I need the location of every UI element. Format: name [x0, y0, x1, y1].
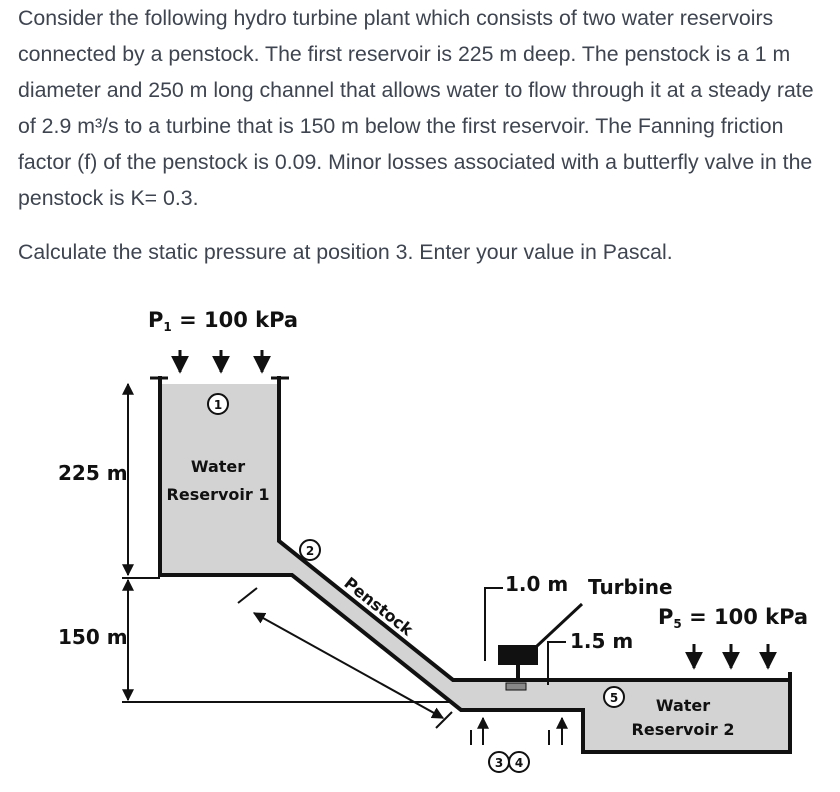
p5-label: P5 = 100 kPa: [658, 605, 808, 631]
width-1m-label: 1.0 m: [505, 572, 568, 596]
svg-text:3: 3: [495, 756, 503, 770]
p5-pressure-arrows: [685, 644, 777, 670]
reservoir1-label-1: Water: [191, 457, 245, 476]
reservoir2-label-1: Water: [656, 696, 710, 715]
reservoir2-label-2: Reservoir 2: [632, 720, 735, 739]
reservoir1-water: [160, 384, 790, 752]
question-text: Calculate the static pressure at positio…: [18, 240, 673, 264]
p1-pressure-arrows: [171, 350, 271, 374]
position-1-marker: 1: [207, 393, 229, 415]
position-4-marker: 4: [508, 751, 530, 773]
position-2-marker: 2: [299, 539, 321, 561]
p1-label: P1 = 100 kPa: [148, 308, 298, 334]
svg-text:4: 4: [515, 756, 523, 770]
turbine-label: Turbine: [588, 575, 673, 599]
penstock-upper-wall: [277, 376, 790, 682]
position-5-marker: 5: [603, 686, 625, 708]
problem-text: Consider the following hydro turbine pla…: [18, 0, 833, 270]
depth-lower-label: 150 m: [58, 625, 128, 649]
turbine: [498, 602, 584, 691]
height-1-5m-label: 1.5 m: [570, 629, 633, 653]
problem-paragraph: Consider the following hydro turbine pla…: [18, 6, 814, 210]
penstock-length-dimension: [237, 587, 453, 729]
reservoir1-label-2: Reservoir 1: [167, 485, 270, 504]
reservoir1-walls: [158, 376, 792, 754]
svg-text:5: 5: [610, 691, 618, 705]
position-3-marker: 3: [488, 751, 510, 773]
position-arrows: [470, 716, 568, 745]
svg-text:1: 1: [214, 398, 222, 412]
depth-upper-label: 225 m: [58, 461, 128, 485]
svg-text:2: 2: [306, 544, 314, 558]
